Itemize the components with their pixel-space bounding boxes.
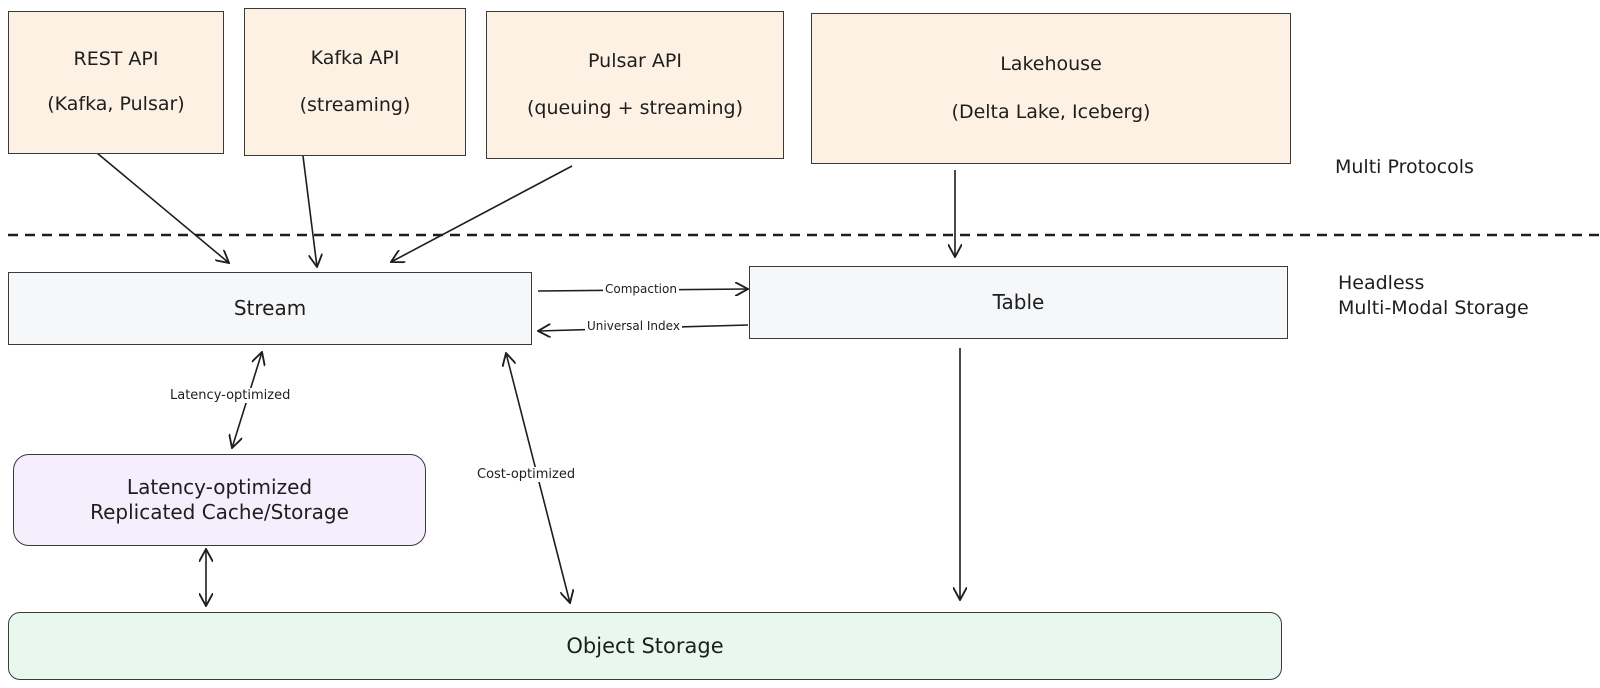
protocol-title: Lakehouse [1000, 52, 1102, 75]
layer-label-storage-line2: Multi-Modal Storage [1338, 296, 1529, 319]
stream-box[interactable]: Stream [8, 272, 532, 345]
protocol-subtitle: (streaming) [299, 93, 411, 116]
arrow-pulsar-to-stream [391, 165, 573, 262]
object-storage-label: Object Storage [566, 633, 724, 658]
cache-box[interactable]: Latency-optimized Replicated Cache/Stora… [13, 454, 426, 546]
arrow-rest-to-stream [96, 152, 229, 263]
cache-label-line1: Latency-optimized [126, 475, 313, 499]
arrow-kafka-to-stream [302, 155, 317, 267]
protocol-title: Kafka API [310, 46, 400, 69]
stream-label: Stream [233, 296, 307, 320]
protocol-subtitle: (Delta Lake, Iceberg) [951, 100, 1151, 123]
object-storage-box[interactable]: Object Storage [8, 612, 1282, 680]
edge-label-compaction: Compaction [603, 282, 679, 296]
table-box[interactable]: Table [749, 266, 1288, 339]
protocol-subtitle: (Kafka, Pulsar) [47, 93, 185, 116]
edge-label-universal-index: Universal Index [585, 319, 682, 333]
cache-label-line2: Replicated Cache/Storage [90, 500, 349, 524]
protocol-box-pulsar-api[interactable]: Pulsar API (queuing + streaming) [486, 11, 784, 159]
protocol-subtitle: (queuing + streaming) [526, 96, 743, 119]
protocol-box-rest-api[interactable]: REST API (Kafka, Pulsar) [8, 11, 224, 154]
protocol-title: REST API [73, 47, 159, 70]
edge-label-cost-optimized: Cost-optimized [475, 467, 578, 482]
protocol-box-lakehouse[interactable]: Lakehouse (Delta Lake, Iceberg) [811, 13, 1291, 164]
protocol-title: Pulsar API [588, 49, 682, 72]
edge-label-latency-optimized: Latency-optimized [168, 388, 293, 403]
layer-label-protocols: Multi Protocols [1335, 156, 1474, 178]
protocol-box-kafka-api[interactable]: Kafka API (streaming) [244, 8, 466, 156]
layer-label-storage: Headless Multi-Modal Storage [1338, 271, 1529, 320]
table-label: Table [992, 290, 1045, 314]
layer-label-storage-line1: Headless [1338, 272, 1425, 294]
